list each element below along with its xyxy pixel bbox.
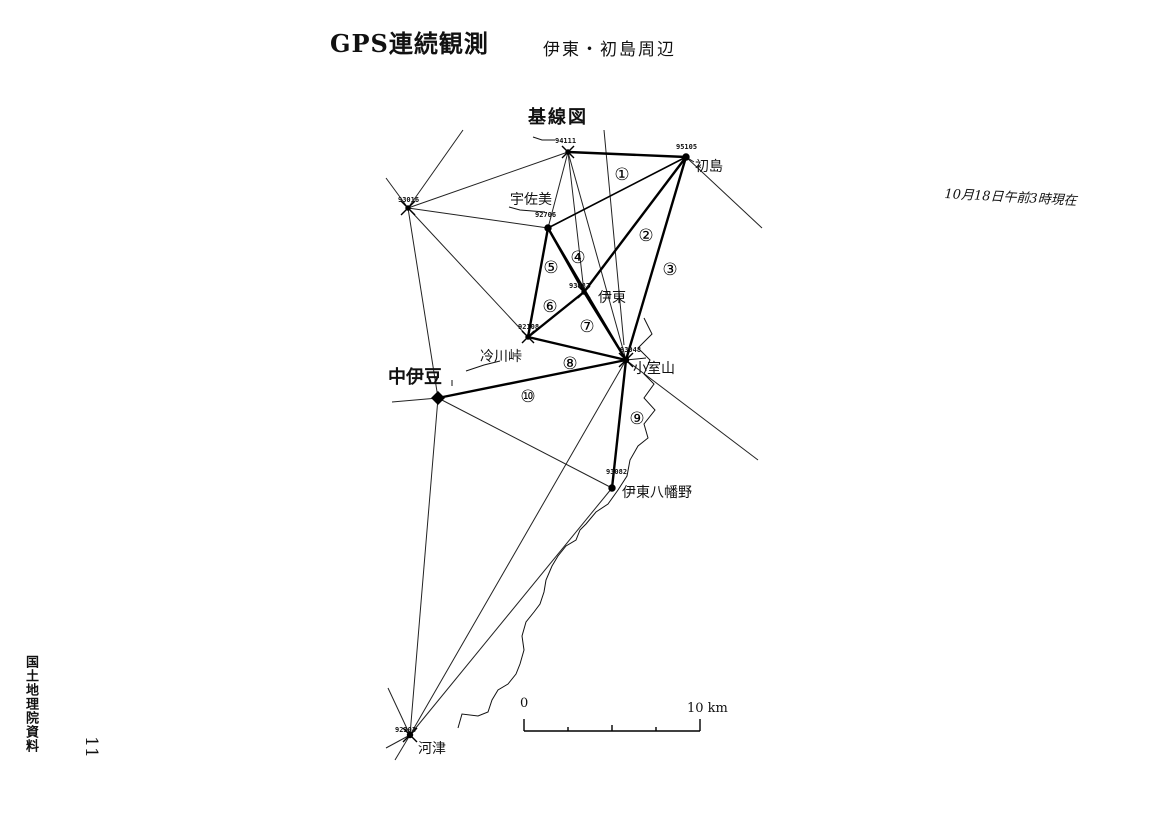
baseline-1: [567, 150, 687, 159]
station-code-hiekawa: 92108: [518, 323, 540, 331]
station-label-komuroyama: 小室山: [633, 361, 675, 377]
coastline: [457, 317, 656, 729]
scale-start-label: 0: [520, 696, 529, 711]
badge-10: ⑩: [520, 387, 535, 407]
baseline-3: [624, 156, 688, 361]
leader-lines: [451, 136, 695, 386]
station-code-komuroyama: 93048: [620, 346, 642, 354]
baseline-5: [526, 227, 550, 338]
station-code-kawazu: 92303: [395, 726, 417, 734]
station-marker-nakaizu: [431, 391, 445, 405]
station-code-hatsushima: 95105: [676, 143, 698, 151]
badge-8: ⑧: [562, 354, 577, 374]
badge-5: ⑤: [543, 258, 558, 278]
thin-baselines: [385, 129, 763, 761]
station-marker-yawatano: [608, 484, 616, 492]
scale-end-label: 10 km: [687, 701, 728, 716]
station-label-kawazu: 河津: [418, 741, 446, 757]
badge-2: ②: [638, 226, 653, 246]
badge-6: ⑥: [542, 297, 557, 317]
baseline-10: [437, 358, 627, 400]
station-marker-hatsushima: [682, 153, 690, 161]
station-label-ito: 伊東: [598, 290, 626, 306]
station-markers: [400, 145, 690, 743]
page-number: 11: [80, 736, 101, 758]
badge-9: ⑨: [629, 409, 644, 429]
baseline-9: [610, 359, 628, 489]
station-code-nw: 93016: [398, 196, 420, 204]
badge-1: ①: [614, 165, 629, 185]
station-marker-kawazu: [402, 727, 418, 743]
station-label-yawatano: 伊東八幡野: [622, 485, 692, 501]
station-marker-ito: [577, 285, 591, 299]
station-code-yawatano: 93082: [606, 468, 628, 476]
station-code-usami: 92706: [535, 211, 557, 219]
baseline-badges: ① ② ③ ④ ⑤ ⑥ ⑦ ⑧ ⑨ ⑩: [520, 165, 677, 429]
station-label-hiekawa: 冷川峠: [480, 349, 522, 365]
diagram-title: 基線図: [528, 107, 588, 128]
badge-3: ③: [662, 260, 677, 280]
station-marker-north: [561, 145, 575, 159]
numbered-baselines: [437, 150, 688, 489]
baseline-6: [527, 291, 585, 338]
station-label-usami: 宇佐美: [510, 192, 552, 208]
station-label-nakaizu: 中伊豆: [388, 367, 442, 388]
page-subtitle: 伊東・初島周辺: [543, 40, 676, 60]
badge-4: ④: [570, 248, 585, 268]
station-code-ito: 93087: [569, 282, 591, 290]
station-label-hatsushima: 初島: [695, 159, 723, 175]
station-marker-komuroyama: [618, 352, 634, 368]
station-marker-nw: [400, 200, 416, 216]
badge-7: ⑦: [579, 317, 594, 337]
station-code-north: 94111: [555, 137, 577, 145]
scale-bar: [523, 719, 701, 732]
station-marker-hiekawa: [521, 330, 535, 344]
station-marker-usami: [544, 224, 552, 232]
side-label: 国土地理院資料: [23, 655, 38, 753]
page-title: GPS連続観測: [330, 29, 489, 58]
baseline-2: [583, 156, 687, 293]
baseline-8: [527, 335, 627, 362]
